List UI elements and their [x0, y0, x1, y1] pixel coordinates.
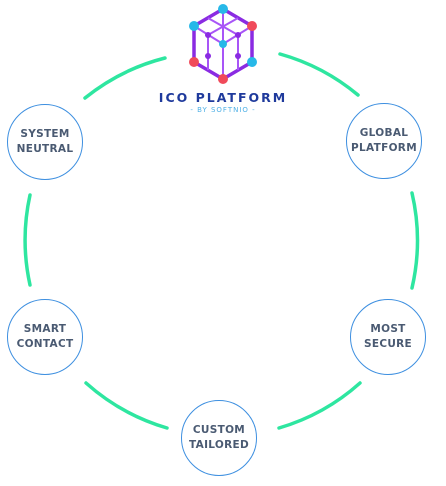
node-system-neutral: SYSTEM NEUTRAL [7, 104, 83, 180]
node-smart-contact: SMART CONTACT [7, 299, 83, 375]
node-label: SMART CONTACT [16, 323, 74, 350]
node-global-platform: GLOBAL PLATFORM [346, 103, 422, 179]
node-label: MOST SECURE [363, 323, 413, 350]
ico-platform-logo-icon [189, 4, 257, 84]
node-most-secure: MOST SECURE [350, 299, 426, 375]
ring-arc-right [410, 191, 420, 290]
brand-subtitle: - BY SOFTNIO - [190, 106, 256, 114]
node-custom-tailored: CUSTOM TAILORED [181, 400, 257, 476]
node-label: SYSTEM NEUTRAL [16, 128, 74, 155]
ring-arc-left [23, 193, 32, 287]
ring-arc-bottom-left [84, 381, 169, 430]
ring-arc-top-left [83, 56, 167, 100]
ring-arc-top-right [278, 52, 360, 97]
brand-title: ICO PLATFORM [158, 90, 288, 105]
node-label: GLOBAL PLATFORM [351, 127, 417, 154]
ring-arcs [23, 52, 420, 430]
ring-arc-bottom-right [277, 381, 362, 430]
node-label: CUSTOM TAILORED [189, 424, 249, 451]
